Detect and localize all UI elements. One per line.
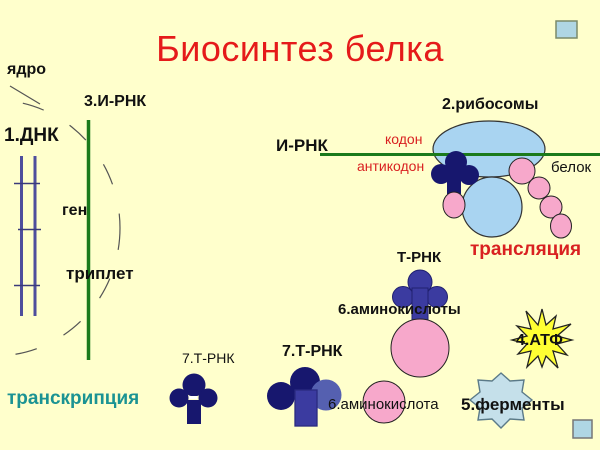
label-amino-acid-single: 6.аминокислота [328, 396, 439, 413]
nucleus-pointer-line [9, 85, 41, 105]
trna-lobe [459, 165, 479, 185]
label-translation: трансляция [470, 239, 582, 260]
label-anticodon: антикодон [357, 158, 425, 174]
trna-stem [187, 400, 201, 424]
protein-bead [550, 213, 572, 239]
corner-square-bottom-right-icon [572, 419, 593, 439]
label-dna: 1.ДНК [4, 125, 59, 146]
amino-acid-large-icon [390, 318, 450, 378]
ribosome-small-subunit-icon [461, 176, 523, 238]
label-triplet: триплет [66, 264, 134, 283]
label-gene: ген [62, 202, 88, 219]
amino-acid-on-trna-icon [442, 191, 466, 219]
label-mrna-vertical: 3.И-РНК [84, 93, 147, 110]
protein-chain-icon [508, 157, 572, 239]
trna-with-amino-acid-icon [392, 269, 448, 321]
label-trna7-plain: 7.Т-РНК [182, 350, 235, 366]
label-ribosomes: 2.рибосомы [442, 96, 539, 113]
trna-lobe [198, 388, 218, 408]
label-trna7-bold: 7.Т-РНК [282, 343, 343, 360]
atp-starburst-icon [509, 308, 575, 370]
trna-lobe [182, 373, 206, 397]
trna7-right-icon [267, 367, 342, 427]
nucleus-membrane-dashed-icon [0, 99, 121, 357]
slide-title: Биосинтез белка [156, 28, 444, 69]
trna-stem [294, 389, 318, 427]
protein-bead [539, 195, 563, 219]
label-enzymes: 5.ферменты [461, 395, 565, 414]
label-nucleus: ядро [7, 61, 47, 78]
trna-lobe [310, 379, 342, 411]
trna-lobe [169, 388, 189, 408]
trna7-left-icon [169, 373, 218, 424]
corner-square-top-right-icon [555, 20, 578, 39]
enzymes-blob-icon [468, 372, 534, 429]
amino-acid-single-icon [362, 380, 406, 424]
trna-stem [447, 166, 461, 194]
label-transcription: транскрипция [7, 388, 140, 409]
label-mrna-horizontal: И-РНК [276, 136, 328, 155]
trna-lobe [431, 164, 451, 184]
protein-bead [508, 157, 536, 185]
label-codon: кодон [385, 131, 423, 147]
protein-bead [527, 176, 551, 200]
label-amino-acids: 6.аминокислоты [338, 301, 461, 318]
dna-strand-icon [14, 156, 41, 316]
trna-lobe [267, 382, 295, 410]
label-atp: 4.АТФ [516, 332, 563, 349]
label-trna: Т-РНК [397, 249, 442, 266]
trna-dash-mark [189, 396, 197, 399]
label-protein: белок [551, 159, 592, 176]
trna-at-ribosome-icon [431, 151, 479, 194]
